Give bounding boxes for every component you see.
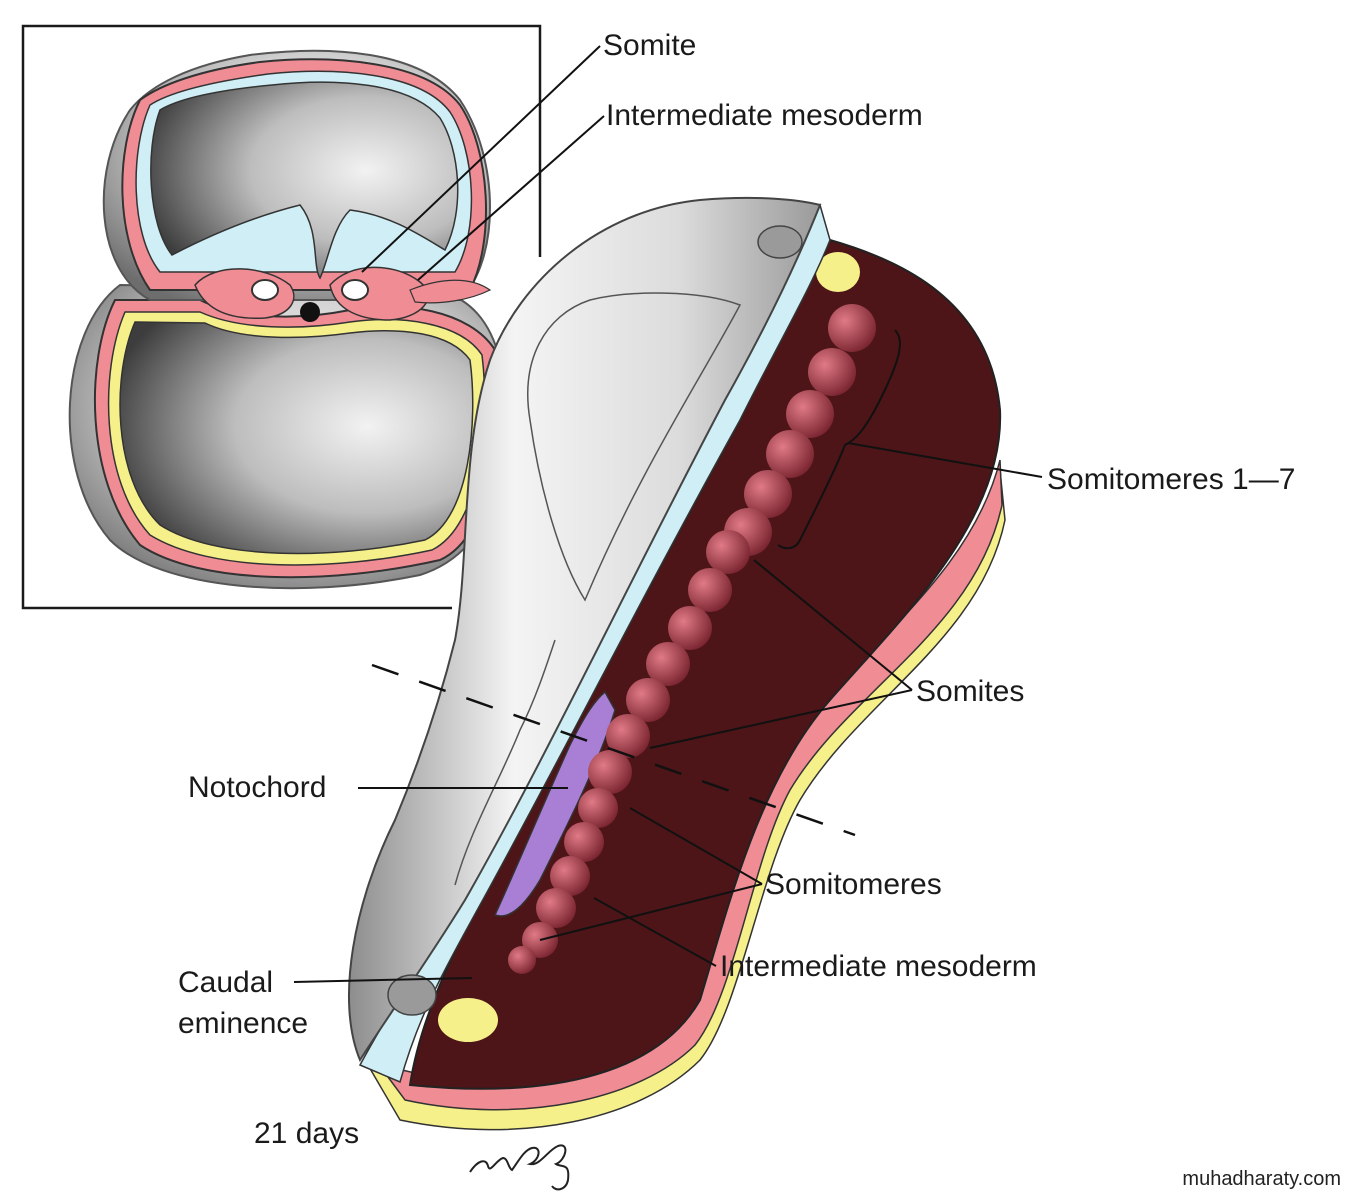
section-line xyxy=(371,663,856,837)
label-somitomeres-1-7: Somitomeres 1—7 xyxy=(1047,463,1296,496)
label-somitomeres: Somitomeres xyxy=(765,868,942,901)
somite-chain xyxy=(508,304,876,974)
leader-lines xyxy=(293,45,1043,983)
label-caudal: Caudal xyxy=(178,966,274,999)
embryo-dorsal-view xyxy=(347,196,1006,1131)
watermark: muhadharaty.com xyxy=(1182,1168,1341,1190)
label-somite: Somite xyxy=(603,29,697,62)
label-somites: Somites xyxy=(916,675,1025,708)
label-notochord: Notochord xyxy=(188,771,327,804)
label-eminence: eminence xyxy=(178,1007,309,1040)
label-intermediate-mesoderm-top: Intermediate mesoderm xyxy=(606,99,923,132)
label-age: 21 days xyxy=(254,1117,360,1150)
signature-mark xyxy=(469,1144,570,1191)
label-intermediate-mesoderm-bottom: Intermediate mesoderm xyxy=(720,950,1037,983)
cross-section xyxy=(68,49,509,590)
